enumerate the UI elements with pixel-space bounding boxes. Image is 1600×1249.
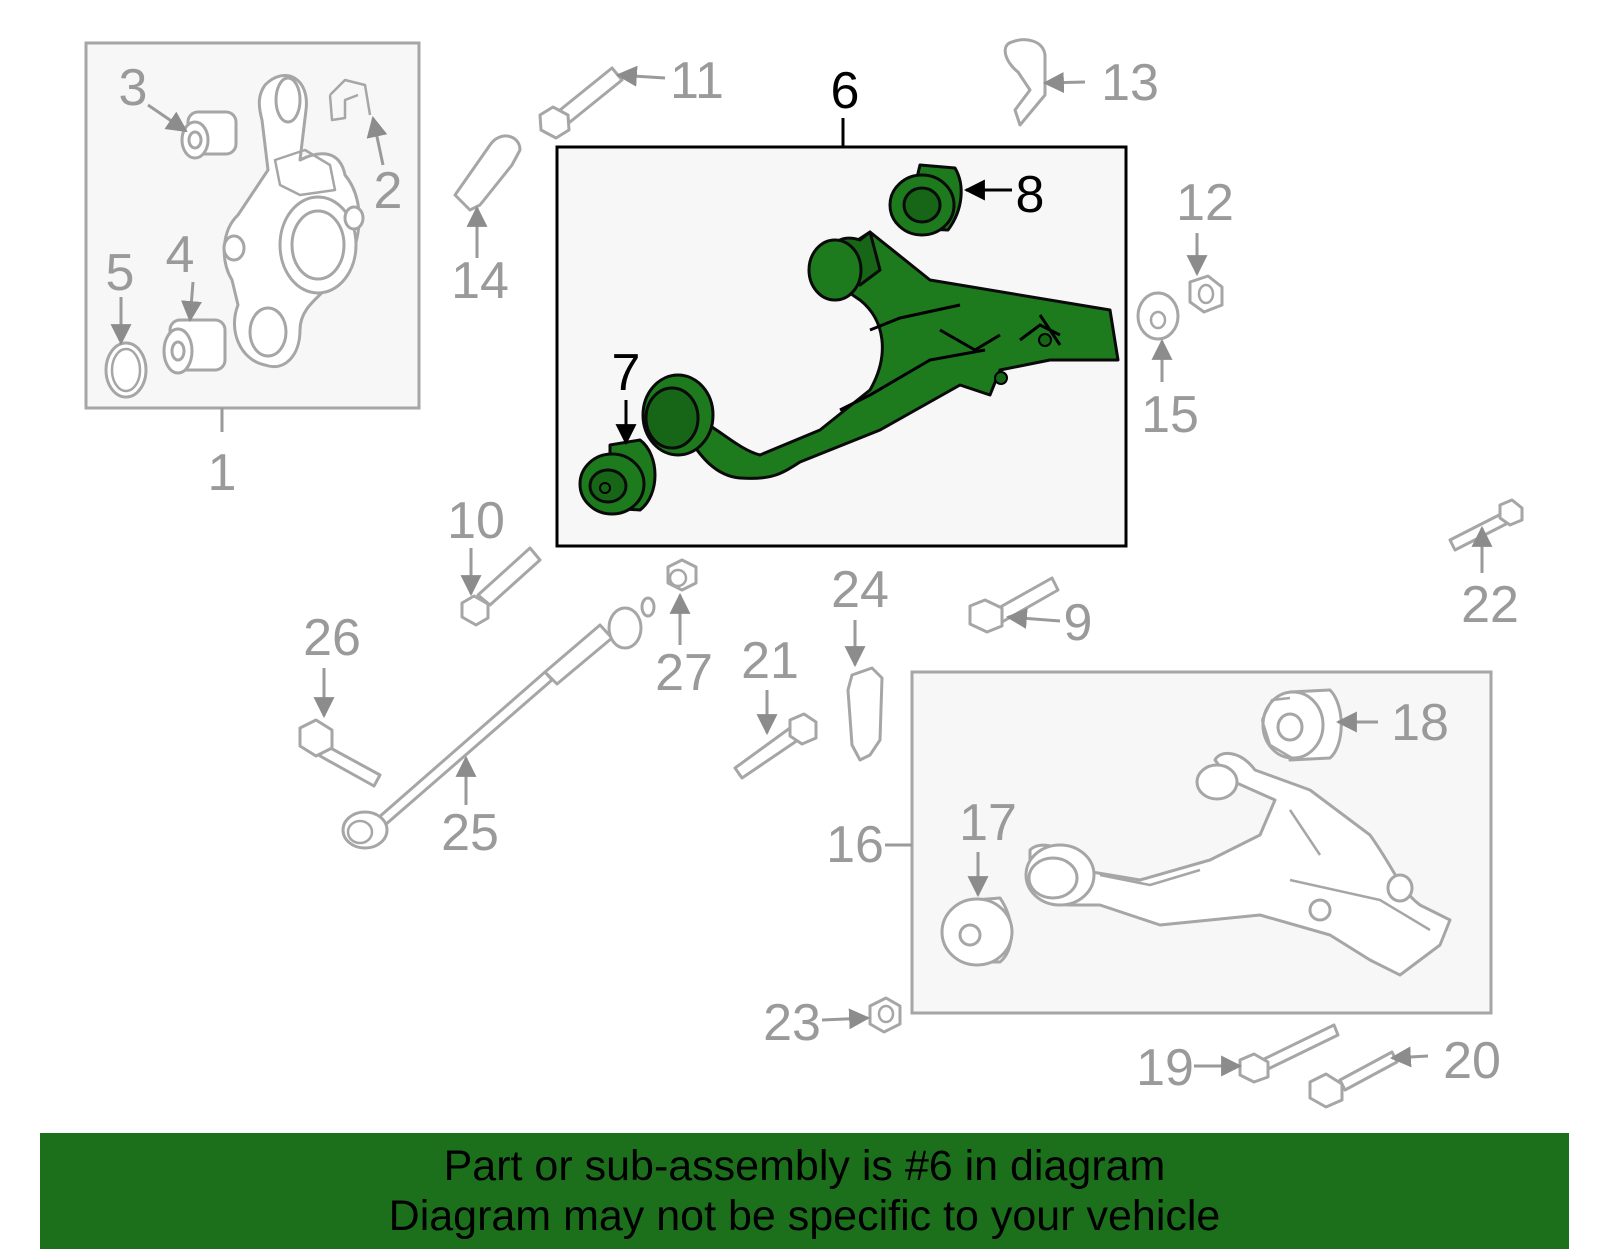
nut-23-part <box>868 996 902 1034</box>
bushing-7-part <box>578 438 657 516</box>
bolt-9-part <box>968 576 1060 634</box>
callout-20: 20 <box>1443 1032 1501 1090</box>
bolt-26-part <box>298 718 382 788</box>
callout-3: 3 <box>119 59 148 117</box>
callout-26: 26 <box>303 609 361 667</box>
knuckle-part <box>222 74 365 368</box>
bracket-13-part <box>1003 38 1047 127</box>
callout-14: 14 <box>451 252 509 310</box>
knuckle-assembly-group <box>84 41 421 410</box>
bolt-21-part <box>733 712 818 780</box>
callout-13: 13 <box>1101 54 1159 112</box>
info-banner: Part or sub-assembly is #6 in diagram Di… <box>40 1133 1569 1249</box>
bolt-10-part <box>460 546 542 627</box>
banner-line-1: Part or sub-assembly is #6 in diagram <box>443 1142 1166 1190</box>
callout-23: 23 <box>763 994 821 1052</box>
bushing-8-part <box>888 163 963 237</box>
leader-lines <box>110 65 1493 1077</box>
lateral-link-25-part <box>341 596 656 850</box>
callout-10: 10 <box>447 492 505 550</box>
banner-line-2: Diagram may not be specific to your vehi… <box>388 1192 1221 1240</box>
nut-27-part <box>666 558 698 592</box>
bracket-14-part <box>453 134 522 212</box>
bolt-22-part <box>1448 498 1524 552</box>
bushing-4-part <box>162 318 227 375</box>
callout-4: 4 <box>166 226 195 284</box>
lower-arm-group <box>910 670 1493 1015</box>
callout-27: 27 <box>655 644 713 702</box>
callout-16: 16 <box>826 816 884 874</box>
callout-18: 18 <box>1391 694 1449 752</box>
bushing-18-part <box>1260 688 1343 762</box>
upper-arm-group <box>555 145 1128 548</box>
callout-19: 19 <box>1136 1039 1194 1097</box>
bolt-19-part <box>1238 1023 1340 1084</box>
washer-15-part <box>1136 291 1180 341</box>
callout-8: 8 <box>1016 166 1045 224</box>
callout-25: 25 <box>441 804 499 862</box>
callout-22: 22 <box>1461 576 1519 634</box>
callout-6: 6 <box>831 62 860 120</box>
bushing-17-part <box>940 896 1014 967</box>
upper-control-arm-part <box>641 230 1120 480</box>
callout-24: 24 <box>831 561 889 619</box>
callout-11: 11 <box>670 52 724 110</box>
clip-part <box>328 78 372 122</box>
callout-5: 5 <box>106 244 135 302</box>
callout-7: 7 <box>612 344 641 402</box>
callout-15: 15 <box>1141 386 1199 444</box>
bushing-3-part <box>180 110 238 160</box>
callout-1: 1 <box>208 444 237 502</box>
callout-17: 17 <box>959 794 1017 852</box>
callout-2: 2 <box>374 162 403 220</box>
plate-24-part <box>846 666 884 762</box>
callout-21: 21 <box>741 632 799 690</box>
callout-9: 9 <box>1064 594 1093 652</box>
bolt-11-part <box>538 66 624 140</box>
bolt-20-part <box>1308 1050 1399 1109</box>
nut-12-part <box>1188 274 1224 314</box>
highlight-leader-lines <box>615 118 1012 446</box>
callout-labels: 1 2 3 4 5 6 7 8 9 10 11 12 13 14 15 16 1… <box>106 52 1519 1097</box>
lower-control-arm-part <box>1024 751 1452 977</box>
callout-12: 12 <box>1176 174 1234 232</box>
